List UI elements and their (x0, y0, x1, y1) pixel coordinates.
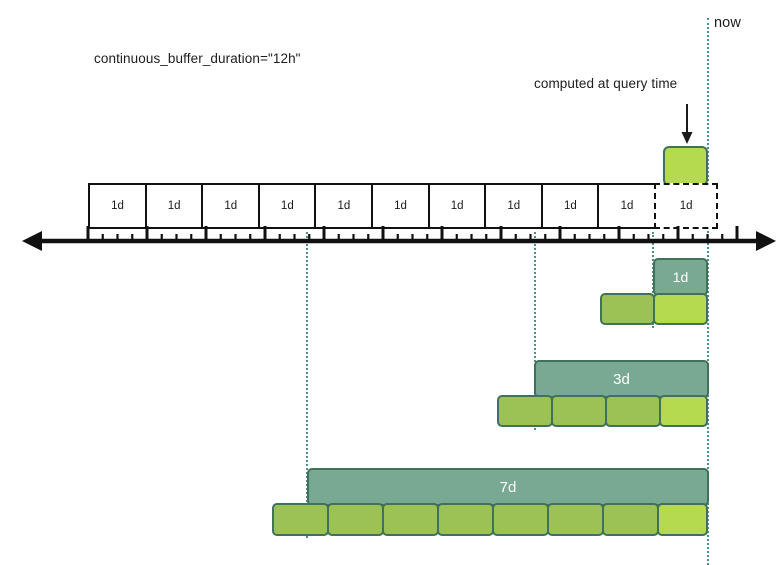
rollup-block-1d-current (653, 293, 708, 325)
rollup-bar-3d: 3d (534, 360, 709, 398)
timeline-cell: 1d (257, 183, 317, 229)
timeline-day-boxes: 1d 1d 1d 1d 1d 1d 1d 1d 1d 1d 1d (88, 183, 719, 229)
rollup-block-7d (437, 503, 494, 536)
timeline-cell-pending: 1d (654, 183, 719, 229)
computed-at-query-time-arrow (681, 104, 693, 144)
guide-line-3d (534, 232, 536, 430)
timeline-cell: 1d (484, 183, 544, 229)
rollup-block-3d-current (659, 395, 708, 427)
time-axis (22, 226, 776, 251)
rollup-block-7d (602, 503, 659, 536)
computed-at-query-time-block (663, 146, 708, 186)
continuous-buffer-duration-label: continuous_buffer_duration="12h" (94, 51, 301, 66)
timeline-cell: 1d (144, 183, 204, 229)
guide-line-7d (306, 232, 308, 538)
timeline-cell: 1d (427, 183, 487, 229)
now-label: now (714, 15, 741, 31)
rollup-block-3d (551, 395, 607, 427)
rollup-block-3d (497, 395, 553, 427)
rollup-block-7d (272, 503, 329, 536)
rollup-block-7d-current (657, 503, 708, 536)
rollup-block-7d (547, 503, 604, 536)
rollup-block-7d (382, 503, 439, 536)
timeline-cell: 1d (201, 183, 261, 229)
rollup-block-7d (327, 503, 384, 536)
rollup-block-7d (492, 503, 549, 536)
timeline-cell: 1d (597, 183, 657, 229)
rollup-block-3d (605, 395, 661, 427)
timeline-cell: 1d (314, 183, 374, 229)
rollup-block-1d (600, 293, 655, 325)
guide-line-now (707, 18, 709, 565)
computed-at-query-time-label: computed at query time (534, 76, 678, 91)
rollup-bar-7d: 7d (307, 468, 709, 506)
rollup-bar-1d: 1d (653, 258, 708, 296)
timeline-cell: 1d (88, 183, 147, 229)
timeline-cell: 1d (371, 183, 431, 229)
